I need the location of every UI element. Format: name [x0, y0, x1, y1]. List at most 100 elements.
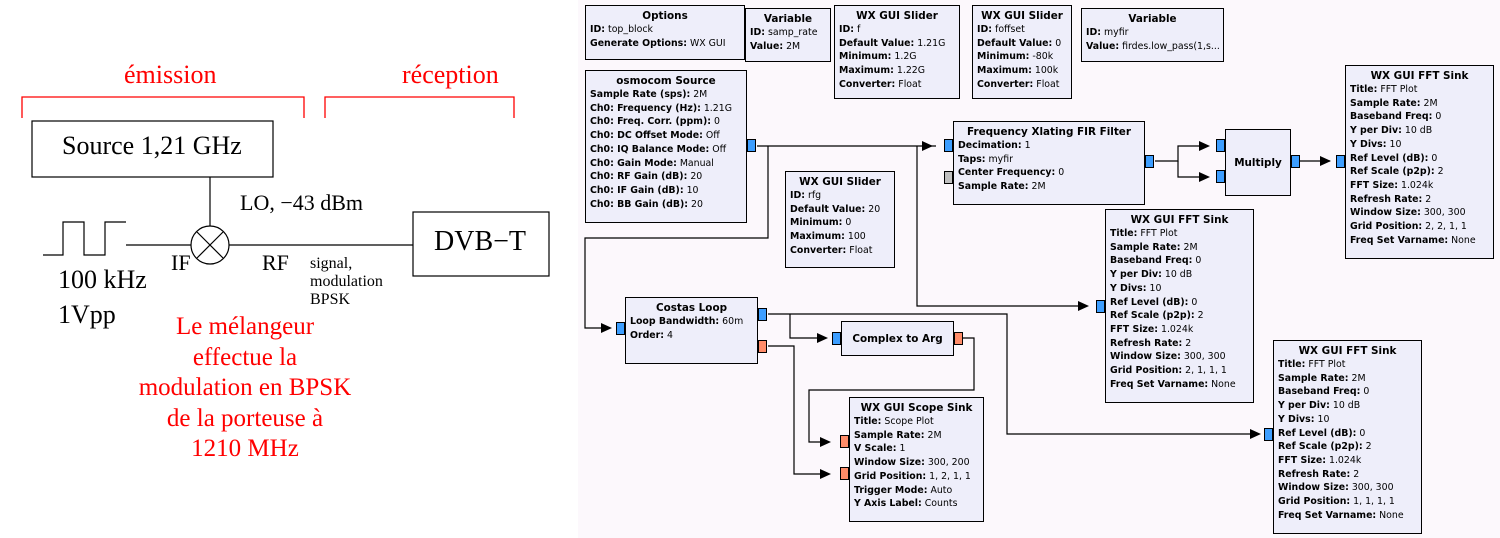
- param-key: Ch0: DC Offset Mode:: [590, 130, 703, 142]
- param-key: Maximum:: [839, 65, 894, 77]
- param-value: 0: [1055, 37, 1062, 49]
- param-key: Maximum:: [977, 65, 1032, 77]
- param-value: 1.024k: [1328, 454, 1362, 466]
- param-key: Ref Level (dB):: [1350, 152, 1429, 164]
- costas-in-port[interactable]: [616, 322, 625, 335]
- param-key: Window Size:: [1278, 482, 1349, 494]
- param-value: 0: [1363, 386, 1370, 398]
- block-param: ID: foffset: [977, 23, 1067, 37]
- param-key: Refresh Rate:: [1278, 468, 1351, 480]
- multiply-out-port[interactable]: [1291, 155, 1300, 168]
- param-value: 1.024k: [1400, 179, 1434, 191]
- param-key: Window Size:: [854, 457, 925, 469]
- costas-out-port[interactable]: [758, 308, 767, 321]
- param-value: 1: [1024, 140, 1031, 151]
- xlating-in-port[interactable]: [944, 139, 953, 152]
- param-key: Ch0: Gain Mode:: [590, 157, 677, 169]
- param-value: 20: [868, 203, 881, 215]
- fft-mid-in-port[interactable]: [1096, 300, 1105, 313]
- c2arg-out-port[interactable]: [954, 332, 963, 345]
- c2arg-in-port[interactable]: [832, 332, 841, 345]
- block-title: Multiply: [1234, 156, 1282, 169]
- multiply-in0-port[interactable]: [1216, 139, 1225, 152]
- block-param: Ref Scale (p2p): 2: [1278, 440, 1417, 454]
- block-param: ID: myfir: [1086, 26, 1219, 40]
- caption-line: modulation en BPSK: [138, 374, 352, 401]
- param-key: Generate Options:: [590, 37, 687, 49]
- block-param: Sample Rate: 2M: [1110, 241, 1249, 255]
- xlating-freq-msg-port[interactable]: [944, 171, 953, 184]
- block-param: Decimation: 1: [958, 139, 1140, 153]
- block-param: Title: FFT Plot: [1350, 83, 1489, 97]
- param-key: Converter:: [790, 244, 847, 256]
- param-value: 100: [847, 231, 866, 243]
- connection-arrow: [817, 333, 828, 343]
- param-key: Y per Div:: [1278, 400, 1330, 412]
- param-value: Counts: [924, 498, 958, 510]
- osmocom-out-port[interactable]: [747, 139, 756, 152]
- param-value: 300, 300: [1351, 482, 1394, 494]
- block-complex-to-arg[interactable]: Complex to Arg: [841, 321, 954, 356]
- param-key: Default Value:: [790, 203, 866, 215]
- param-key: Ch0: IF Gain (dB):: [590, 184, 684, 196]
- param-value: f: [857, 24, 861, 35]
- costas-freq-out-port[interactable]: [758, 340, 767, 353]
- param-key: Freq Set Varname:: [1110, 378, 1209, 390]
- block-param: Converter: Float: [839, 78, 955, 92]
- block-multiply[interactable]: Multiply: [1225, 129, 1291, 196]
- param-key: FFT Size:: [1350, 179, 1398, 191]
- param-key: Loop Bandwidth:: [630, 316, 720, 327]
- block-param: Y Divs: 10: [1278, 413, 1417, 427]
- param-key: Y Divs:: [1110, 282, 1147, 294]
- block-title: Costas Loop: [655, 302, 728, 314]
- param-key: Ref Scale (p2p):: [1110, 310, 1195, 322]
- if-label: IF: [171, 250, 191, 275]
- fft-bottom-in-port[interactable]: [1264, 428, 1273, 441]
- multiply-in1-port[interactable]: [1216, 170, 1225, 183]
- block-title: Options: [642, 10, 688, 22]
- block-param: Ch0: Gain Mode: Manual: [590, 157, 742, 171]
- param-value: 0: [845, 217, 852, 229]
- param-key: Y Divs:: [1350, 138, 1387, 150]
- param-key: Ch0: BB Gain (dB):: [590, 198, 688, 210]
- param-value: 10: [686, 184, 699, 196]
- param-value: 2M: [1031, 181, 1046, 193]
- scope-in1-port[interactable]: [840, 467, 849, 480]
- block-param: Ch0: IQ Balance Mode: Off: [590, 143, 742, 157]
- param-key: Baseband Freq:: [1110, 255, 1193, 267]
- scope-in0-port[interactable]: [840, 435, 849, 448]
- rf-note-line: modulation: [310, 273, 383, 290]
- block-param: Value: firdes.low_pass(1,s...: [1086, 40, 1220, 54]
- xlating-out-port[interactable]: [1145, 155, 1154, 168]
- caption-line: Le mélangeur: [175, 313, 315, 340]
- param-value: 2: [1197, 310, 1204, 322]
- block-param: Minimum: 0: [790, 216, 890, 230]
- block-param: Order: 4: [630, 329, 753, 343]
- fft-top-in-port[interactable]: [1336, 155, 1345, 168]
- param-value: Manual: [679, 157, 714, 169]
- rf-note: signal, modulation BPSK: [310, 255, 383, 309]
- param-value: Off: [705, 130, 720, 142]
- connection-arrow: [1199, 141, 1210, 151]
- block-title: Complex to Arg: [852, 332, 943, 345]
- param-key: Title:: [854, 416, 882, 427]
- emission-label: émission: [124, 60, 217, 89]
- param-value: 2: [1365, 441, 1372, 453]
- param-key: Y Axis Label:: [854, 498, 922, 510]
- lo-label: LO, −43 dBm: [240, 190, 364, 215]
- param-value: 1.22G: [896, 65, 926, 77]
- param-key: Minimum:: [790, 217, 843, 229]
